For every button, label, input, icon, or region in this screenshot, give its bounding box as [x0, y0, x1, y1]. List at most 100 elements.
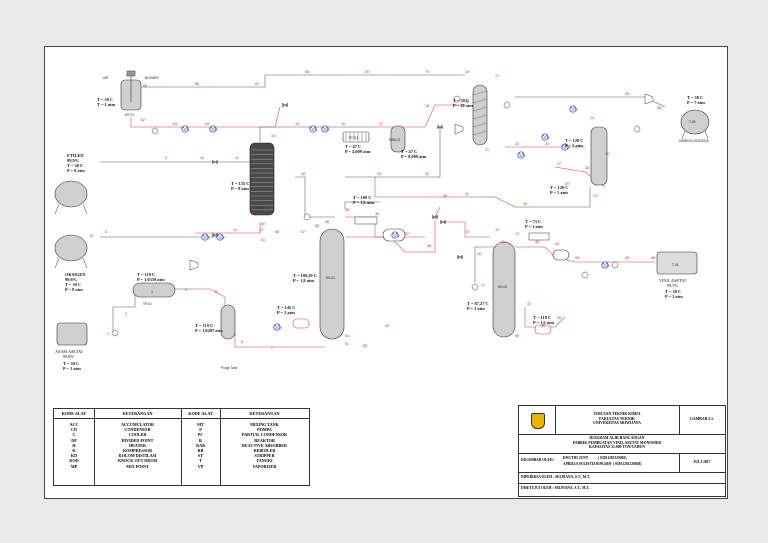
stripper-column [472, 84, 488, 146]
column-2-bottom-temp: T = 118 C [533, 315, 551, 320]
legend-cell: ACCUMULATOR [121, 422, 154, 427]
column-2-temp: T = 87,27 C [467, 301, 489, 306]
legend-cell: R [199, 437, 202, 443]
stream-number: 54 [345, 334, 349, 338]
stream-number: 6 [241, 340, 243, 344]
stream-number: 73 [593, 194, 597, 198]
stream-number: 12 [233, 228, 237, 232]
condenser-tag: PC-01 [349, 136, 358, 140]
stream-number: 1 [107, 332, 109, 336]
legend-cell: KNOCK OUT DRUM [117, 458, 158, 464]
heat-exchanger-coil [569, 106, 578, 112]
pump-icon [611, 261, 619, 269]
mix-point-icon [432, 214, 438, 220]
legend-cell: DIVIDED POINT [121, 437, 154, 443]
oxygen-tank [54, 234, 88, 262]
reactor-tag: R-01 [257, 206, 264, 210]
stream-number: 30 [523, 202, 527, 206]
heat-exchanger-coil [561, 144, 570, 150]
heat-exchanger-coil [517, 152, 526, 158]
ethylene-purity: 99,9% [67, 158, 79, 163]
tank-leg [82, 203, 88, 215]
stream-number: 33 [377, 172, 381, 176]
legend-cell: RAB [196, 442, 205, 448]
stream-number: 24 [590, 116, 594, 120]
stream-number: 2 [125, 312, 127, 316]
absorber-tag: RAB-01 [389, 138, 400, 142]
pump-icon [151, 127, 159, 135]
compressor-icon [644, 93, 654, 105]
title-block: JURUSAN TEKNIK KIMIA FAKULTAS TEKNIK UNI… [518, 405, 726, 497]
stream-number: 27 [557, 162, 561, 166]
column-1-top-temp: T = 108 C [353, 195, 371, 200]
legend-cell: POMPA [257, 427, 272, 433]
column-1-tag: KD-01 [326, 276, 335, 280]
tank-leg [54, 203, 60, 215]
partial-condenser [342, 131, 370, 143]
condenser-pressure: P = 4,009 atm [345, 149, 371, 154]
column-1-bottom-pressure: P = 2 atm [277, 310, 295, 315]
stream-number: 46 [651, 256, 655, 260]
stream-number: 19 [465, 70, 469, 74]
condenser-1 [354, 216, 378, 225]
tank-leg [681, 130, 686, 140]
vam-tank-tag: T-04 [672, 263, 679, 267]
vam-temp: T = 30 C [665, 289, 681, 294]
stream-number: 7 [271, 346, 273, 350]
reactor-temp: T = 155 C [231, 181, 249, 186]
ethylene-temp: T = 30 C [67, 163, 83, 168]
stream-number: 64 [205, 122, 209, 126]
stripper-packing [472, 98, 488, 104]
pump-icon [111, 329, 119, 337]
absorber [390, 125, 406, 153]
stream-number: 70 [425, 70, 429, 74]
legend-cell: CD [71, 427, 77, 433]
oxygen-purity: 99,6% [65, 277, 77, 282]
legend-cell: VP [197, 463, 204, 469]
heat-exchanger-coil [201, 234, 210, 240]
legend-header-desc-2: KETERANGAN [220, 409, 309, 419]
stream-number: 45 [625, 256, 629, 260]
separator-bottom-pressure: P = 5 atm [550, 190, 568, 195]
stripper-packing [472, 122, 488, 128]
mix-point-icon [212, 159, 218, 165]
stream-number: 63 [173, 122, 177, 126]
stream-number: 66 [195, 82, 199, 86]
stream-number: 17 [379, 122, 383, 126]
legend-header-desc-1: KETERANGAN [94, 409, 181, 419]
stream-number: 39 [443, 194, 447, 198]
stream-number: 57 [301, 230, 305, 234]
agitator-motor [126, 70, 136, 77]
stripper-packing [472, 114, 488, 120]
legend-cell: KD [70, 453, 78, 459]
stream-number: 3 [151, 290, 153, 294]
vaporizer-temp: T = 119 C [137, 272, 155, 277]
stream-number: 25 [625, 92, 629, 96]
separator-bottom-temp: T = 128 C [550, 185, 568, 190]
column-2-bottom-pressure: P = 1,6 atm [533, 320, 554, 325]
purge-tank-label: Purge Tank [221, 366, 237, 370]
legend-cell: PC [197, 432, 204, 438]
distillation-column-1 [319, 228, 345, 340]
heat-exchanger-coil [181, 126, 190, 132]
column-1-temp: T = 109,29 C [293, 273, 317, 278]
legend-cell: CONDENSOR [124, 427, 151, 433]
stream-number: 56 [325, 220, 329, 224]
stream-number: 71 [495, 74, 499, 78]
mix-point-icon [437, 124, 443, 130]
stream-number: 31 [465, 192, 469, 196]
reactor-pressure: P = 8 atm [231, 186, 249, 191]
legend-cell: P [199, 427, 202, 433]
legend-cell: T [199, 458, 202, 464]
legend-cell: STRIPPER [254, 453, 275, 459]
vaporizer-tag: VP-01 [143, 302, 152, 306]
stream-number: 55 [315, 224, 319, 228]
stream-number: 48 [541, 324, 545, 328]
pump-icon [471, 283, 479, 291]
legend-header-code-1: KODE ALAT [54, 409, 94, 419]
stream-number: 58 [275, 230, 279, 234]
stream-number: 67 [255, 82, 259, 86]
heat-exchanger-coil [541, 134, 550, 140]
legend-cell: C [72, 432, 76, 438]
